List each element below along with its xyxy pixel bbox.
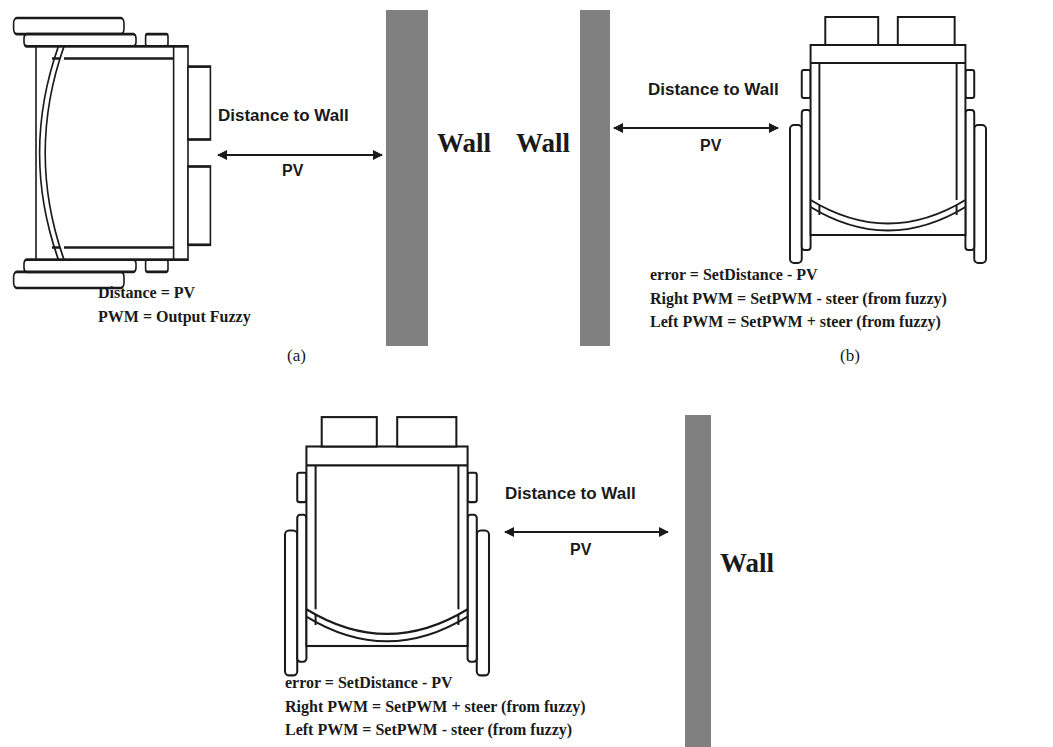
dimension-label: Distance to Wall [648, 80, 779, 100]
formula-text: Right PWM = SetPWM - steer (from fuzzy) [650, 290, 947, 308]
signal-name: PV [700, 137, 721, 155]
dimension-label: Distance to Wall [218, 106, 349, 126]
wall-bar [580, 10, 610, 346]
dimension-label: Distance to Wall [505, 484, 636, 504]
formula-text: PWM = Output Fuzzy [98, 308, 251, 326]
formula-text: Left PWM = SetPWM - steer (from fuzzy) [285, 721, 572, 739]
panel-label: (b) [840, 346, 860, 366]
panel-label: (a) [287, 346, 306, 366]
wall-label: Wall [437, 128, 491, 159]
wall-bar [685, 415, 711, 747]
wall-label: Wall [516, 128, 570, 159]
formula-text: Left PWM = SetPWM + steer (from fuzzy) [650, 313, 941, 331]
formula-text: Distance = PV [98, 284, 195, 302]
wall-bar [386, 10, 428, 346]
formula-text: error = SetDistance - PV [285, 674, 453, 692]
signal-name: PV [282, 162, 303, 180]
signal-name: PV [570, 541, 591, 559]
wall-label: Wall [720, 548, 774, 579]
formula-text: Right PWM = SetPWM + steer (from fuzzy) [285, 698, 586, 716]
formula-text: error = SetDistance - PV [650, 266, 818, 284]
